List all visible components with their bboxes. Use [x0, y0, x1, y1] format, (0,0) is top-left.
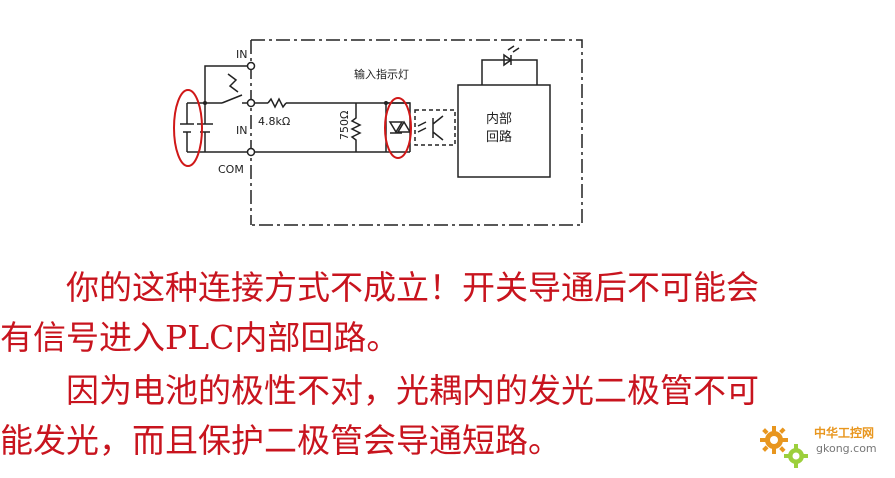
label-resistor-shunt: 750Ω: [338, 111, 351, 140]
label-terminal-com: COM: [218, 163, 244, 176]
annotation-circle-led: [384, 97, 412, 159]
terminal-com: [246, 147, 256, 157]
watermark-text-en: gkong.com: [816, 442, 877, 455]
terminal-in-top: [246, 61, 256, 71]
shunt-resistor-wire: [350, 103, 362, 152]
top-indicator-light-rays: [507, 45, 520, 53]
label-internal-block-line-1: 内部: [486, 111, 512, 127]
annotation-circle-battery: [173, 89, 203, 167]
indicator-led-forward: [388, 121, 404, 134]
top-indicator-wire: [481, 59, 538, 85]
upper-switch-contact: [227, 73, 239, 93]
junction-dot-switch: [203, 101, 207, 105]
optocoupler-arrows: [417, 121, 427, 133]
switch-blade: [221, 94, 243, 104]
label-indicator: 输入指示灯: [354, 67, 409, 81]
gkong-watermark: 中华工控网 gkong.com: [758, 420, 890, 472]
caption-line: 能发光，而且保护二极管会导通短路。: [0, 421, 561, 460]
optocoupler-dashed-box: [414, 109, 456, 146]
plc-input-wiring-diagram: IN IN COM 4.8kΩ 750Ω 输入指示灯 内部 回路: [173, 39, 583, 226]
junction-dot-indicator: [384, 101, 388, 105]
plc-boundary-dashed: [251, 39, 583, 226]
terminal-in-mid: [246, 98, 256, 108]
watermark-text-cn: 中华工控网: [814, 426, 875, 440]
caption-line: 你的这种连接方式不成立！开关导通后不可能会: [0, 268, 759, 307]
top-indicator-led: [503, 53, 513, 67]
label-internal-block-line-2: 回路: [486, 129, 512, 145]
resistor-4-8k: [267, 97, 287, 109]
label-resistor-input: 4.8kΩ: [258, 115, 290, 128]
upper-switch-wire: [204, 65, 251, 103]
internal-circuit-block: [457, 84, 551, 178]
label-terminal-in-mid: IN: [236, 124, 247, 137]
phototransistor: [432, 115, 444, 141]
caption-line: 因为电池的极性不对，光耦内的发光二极管不可: [0, 371, 759, 410]
label-terminal-in-top: IN: [236, 48, 247, 61]
gear-icon: [760, 426, 808, 468]
indicator-led-reverse: [396, 120, 412, 133]
caption-line: 有信号进入PLC内部回路。: [0, 318, 400, 357]
